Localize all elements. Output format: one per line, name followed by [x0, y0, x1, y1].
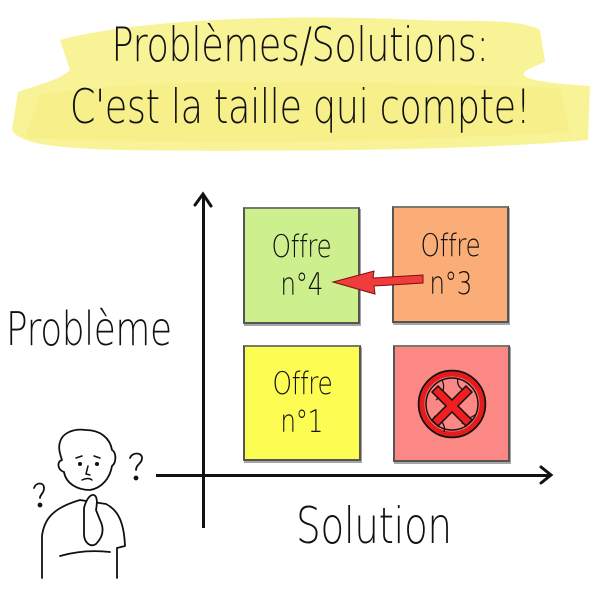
- note-offre-1-line2: n°1: [280, 404, 324, 440]
- note-offre-3-line2: n°3: [429, 265, 472, 302]
- note-offre-3-line1: Offre: [420, 227, 481, 264]
- note-offre-4-line1: Offre: [271, 228, 332, 265]
- note-offre-4-line2: n°4: [280, 266, 323, 303]
- y-axis: [202, 195, 205, 528]
- note-rejected[interactable]: [393, 345, 510, 462]
- note-offre-4[interactable]: Offre n°4: [243, 207, 360, 324]
- title-highlight: [12, 17, 590, 151]
- title-line-1: Problèmes/Solutions:: [111, 18, 489, 73]
- x-axis-label: Solution: [296, 497, 452, 555]
- x-axis: [156, 474, 550, 477]
- note-offre-1[interactable]: Offre n°1: [243, 345, 361, 461]
- crossed-globe-icon: [417, 369, 486, 438]
- title-line-2: C'est la taille qui compte!: [69, 80, 531, 135]
- note-offre-3[interactable]: Offre n°3: [392, 206, 509, 323]
- y-axis-label: Problème: [6, 302, 172, 356]
- note-offre-1-line1: Offre: [272, 366, 332, 402]
